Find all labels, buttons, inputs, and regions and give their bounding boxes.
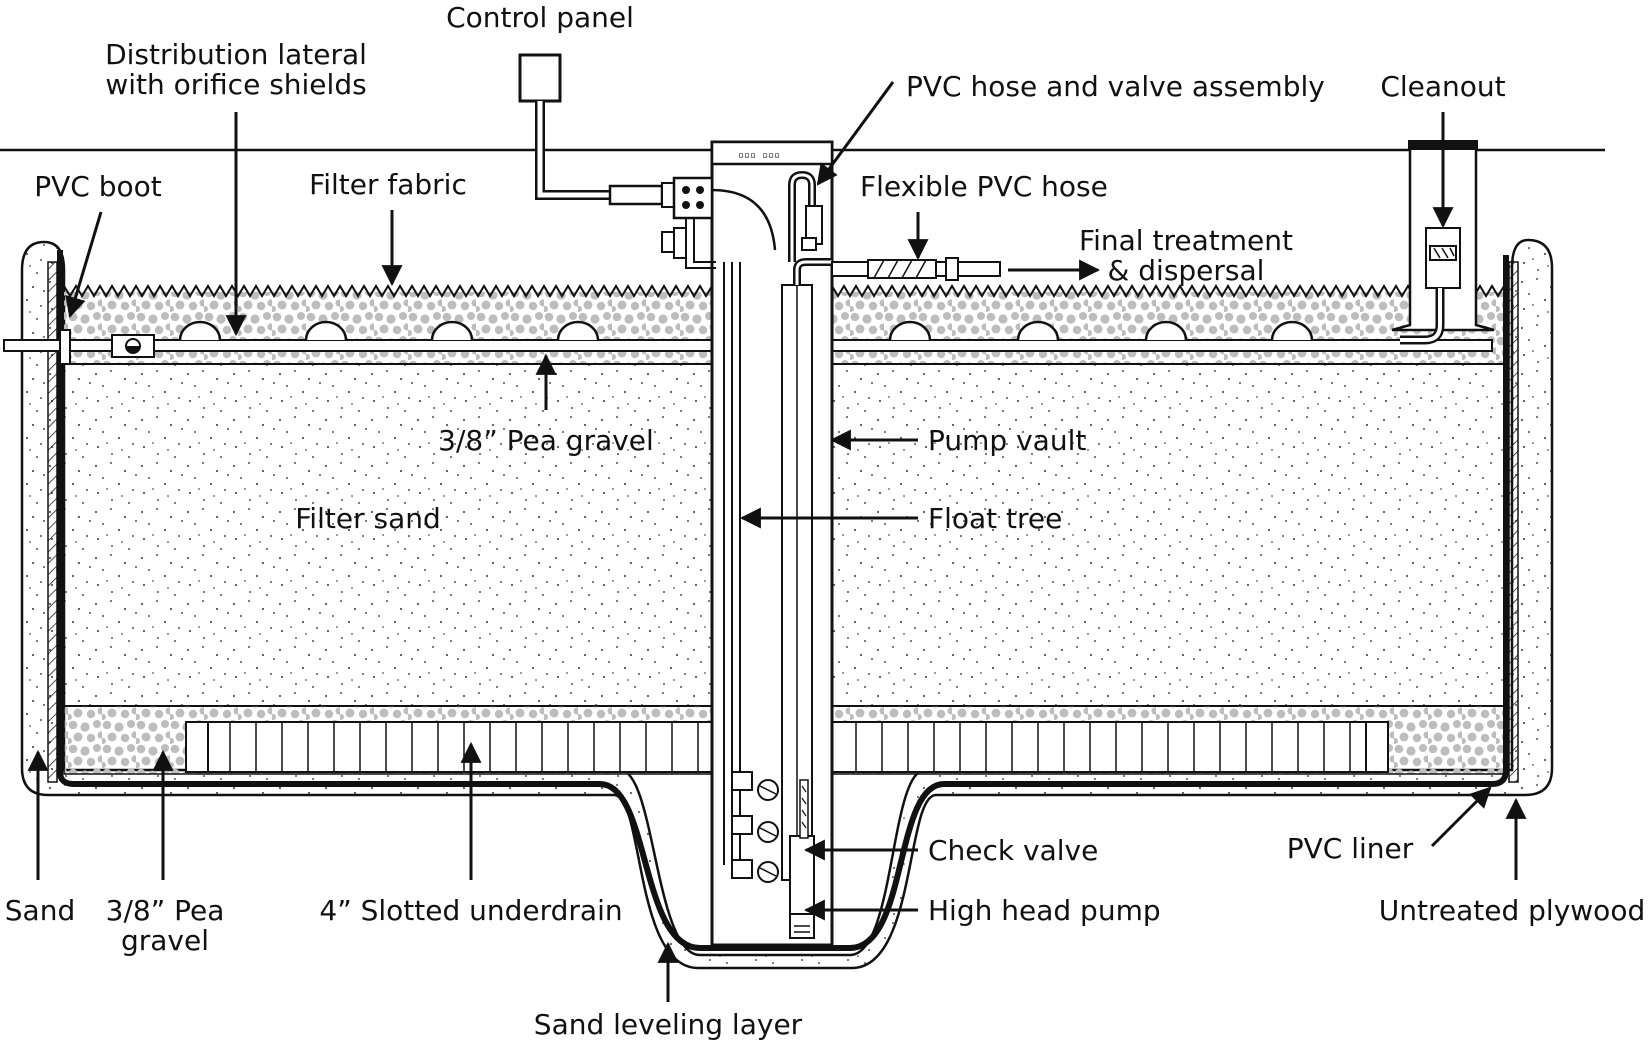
distribution-lateral-left bbox=[3, 320, 713, 365]
label-sand-leveling-layer: Sand leveling layer bbox=[534, 1008, 803, 1041]
label-flexible-pvc-hose: Flexible PVC hose bbox=[860, 170, 1108, 203]
label-filter-sand: Filter sand bbox=[295, 502, 441, 535]
label-pump-vault: Pump vault bbox=[928, 424, 1086, 457]
label-high-head-pump: High head pump bbox=[928, 894, 1161, 927]
label-distribution-lateral-line1: Distribution lateral bbox=[105, 38, 367, 71]
label-final-treatment-line2: & dispersal bbox=[1108, 254, 1265, 287]
label-sand: Sand bbox=[5, 894, 75, 927]
label-pea-gravel-bottom-line2: gravel bbox=[121, 924, 209, 957]
label-slotted-underdrain: 4” Slotted underdrain bbox=[319, 894, 622, 927]
pvc-liner bbox=[57, 250, 1509, 951]
slotted-underdrain-left bbox=[185, 721, 713, 773]
filter-fabric-right bbox=[831, 284, 1505, 298]
label-pea-gravel-top: 3/8” Pea gravel bbox=[438, 424, 654, 457]
label-check-valve: Check valve bbox=[928, 834, 1098, 867]
float-tree bbox=[723, 262, 779, 883]
leader-arrows bbox=[27, 81, 1527, 1002]
slotted-underdrain-right bbox=[831, 721, 1389, 773]
label-final-treatment-line1: Final treatment bbox=[1079, 224, 1293, 257]
distribution-lateral-right bbox=[831, 320, 1493, 352]
filter-sand-right bbox=[831, 363, 1505, 707]
label-pvc-hose-valve-assembly: PVC hose and valve assembly bbox=[906, 70, 1325, 103]
label-distribution-lateral-line2: with orifice shields bbox=[105, 68, 366, 101]
label-pea-gravel-bottom-line1: 3/8” Pea bbox=[106, 894, 225, 927]
top-pea-gravel-left bbox=[64, 292, 712, 364]
flexible-pvc-hose bbox=[831, 257, 1001, 281]
pump-riser-assembly bbox=[781, 170, 832, 939]
label-control-panel: Control panel bbox=[446, 1, 634, 34]
label-filter-fabric: Filter fabric bbox=[309, 168, 467, 201]
control-panel bbox=[518, 53, 777, 269]
filter-sand-left bbox=[63, 363, 713, 707]
svg-text:▫▫▫ ▫▫▫: ▫▫▫ ▫▫▫ bbox=[738, 150, 780, 161]
label-float-tree: Float tree bbox=[928, 502, 1062, 535]
label-pvc-liner: PVC liner bbox=[1287, 832, 1414, 865]
label-pvc-boot: PVC boot bbox=[34, 170, 162, 203]
plywood-wall-left bbox=[47, 261, 58, 783]
plywood-wall-right bbox=[1508, 261, 1519, 783]
label-untreated-plywood: Untreated plywood bbox=[1379, 894, 1645, 927]
label-cleanout: Cleanout bbox=[1380, 70, 1505, 103]
